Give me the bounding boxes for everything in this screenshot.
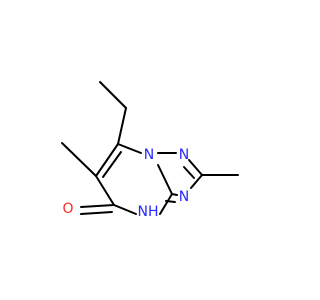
bond-c2-n3	[190, 174, 203, 189]
atom-label-nh: NH	[138, 204, 159, 220]
atom-label-o: O	[62, 201, 73, 217]
atom-label-n1: N	[144, 147, 154, 163]
atom-label-n2: N	[179, 147, 189, 163]
bond-carbonyl	[80, 204, 115, 208]
bond-c7-c6	[95, 143, 119, 177]
bond-ethyl-2	[99, 81, 127, 109]
bond-c6-c5	[95, 175, 115, 206]
bond-c7-c6-inner	[102, 151, 122, 178]
bond-c5-nh	[113, 204, 137, 215]
bond-n2-c2-inner	[183, 166, 195, 179]
bond-nh-c8a	[159, 193, 173, 215]
bond-n2-c2	[188, 159, 203, 176]
bond-n3-c8a-inner	[165, 200, 176, 203]
bond-methyl-c6	[61, 142, 97, 177]
molecule-structure-diagram: N N N NH O	[61, 81, 239, 220]
bond-ethyl-1	[117, 107, 127, 145]
bond-c8a-n1	[157, 164, 173, 195]
bond-carbonyl-double	[80, 211, 113, 215]
bond-n3-c8a	[171, 193, 178, 196]
atom-labels: N N N NH O	[62, 147, 189, 220]
six-membered-ring	[95, 143, 173, 215]
atom-label-n3: N	[179, 189, 189, 205]
bond-n1-c7	[117, 143, 142, 154]
substituents	[61, 81, 239, 215]
triazole-ring	[157, 152, 203, 203]
